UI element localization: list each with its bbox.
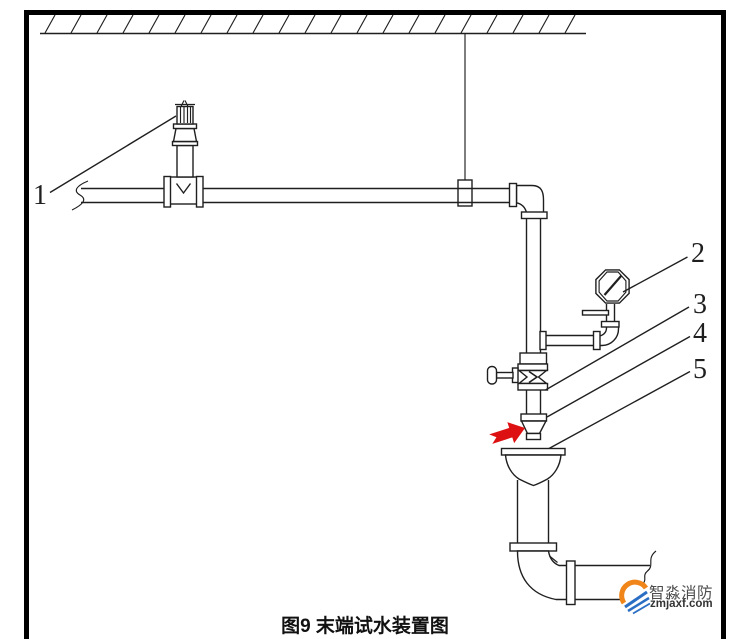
tee-body — [169, 176, 198, 205]
connector-coupling — [520, 413, 548, 422]
tee-chevron — [175, 183, 192, 195]
deflector-fins — [179, 107, 192, 123]
pipe-hanger — [457, 34, 473, 207]
connector-reducer — [520, 420, 548, 435]
logo-blue-stripe-3 — [632, 602, 651, 615]
gauge-elbow-outer — [601, 325, 620, 347]
border-right — [721, 10, 726, 639]
valve-flange-bottom — [517, 382, 549, 391]
ceiling — [40, 14, 586, 35]
callout-5-label: 5 — [693, 354, 707, 385]
callout-4-label: 4 — [693, 318, 707, 349]
leader-5 — [548, 370, 691, 450]
callout-2-label: 2 — [691, 238, 705, 269]
sprinkler-nipple — [176, 144, 194, 178]
pipe-break-symbol-right — [643, 550, 657, 584]
gauge-branch-pipe — [546, 334, 602, 347]
elbow-flange-left — [508, 182, 518, 208]
sprinkler-pin — [175, 100, 195, 107]
logo-orange-arc — [619, 579, 649, 605]
outlet-flange — [565, 560, 576, 606]
ceiling-hatch — [42, 14, 586, 33]
tee-flange-left — [163, 175, 172, 208]
border-left — [24, 10, 29, 639]
figure-border — [24, 10, 726, 639]
pipe-clamp — [457, 179, 473, 207]
watermark-logo — [619, 579, 651, 615]
gauge-needle — [603, 274, 623, 296]
figure-caption: 图9 末端试水装置图 — [281, 616, 449, 637]
branch-flange-left — [539, 330, 547, 351]
drain-elbow-chamfer — [549, 555, 558, 563]
branch-flange-right — [592, 330, 601, 351]
sprinkler-frame — [172, 127, 198, 143]
branch-main-pipe — [71, 180, 510, 211]
valve-body — [517, 369, 549, 385]
callout-3-label: 3 — [693, 289, 707, 320]
pressure-gauge-assembly — [539, 269, 630, 351]
pipe-break-symbol-left — [71, 180, 89, 211]
red-pointer-arrow — [489, 422, 525, 444]
sprinkler-tee — [163, 175, 204, 208]
elbow-flange-bottom — [520, 211, 548, 220]
funnel-drain-assembly — [500, 447, 657, 606]
connector-outlet — [525, 432, 542, 441]
watermark-url-text: zmjaxf.com — [650, 598, 713, 610]
drain-elbow — [516, 550, 568, 601]
border-top — [24, 10, 726, 15]
elbow-top — [515, 184, 545, 214]
funnel-bowl — [504, 454, 562, 487]
funnel-rim — [500, 447, 566, 456]
leader-2 — [622, 256, 688, 293]
callout-1-label: 1 — [33, 180, 47, 211]
leader-4 — [546, 335, 691, 418]
gauge-stem-flange — [600, 320, 620, 328]
valve-flange-top — [517, 363, 549, 372]
valve-stem — [495, 371, 514, 379]
riser-pipe — [508, 182, 548, 353]
valve-upper-coupling — [519, 352, 548, 365]
sprinkler-head — [171, 100, 199, 178]
tee-flange-right — [195, 175, 204, 208]
leader-1 — [49, 115, 177, 194]
logo-blue-stripe-1 — [624, 590, 648, 609]
callout-leaders — [49, 115, 691, 450]
drain-pipe — [516, 480, 550, 543]
logo-blue-stripe-2 — [627, 596, 650, 613]
valve-chevron — [528, 370, 539, 384]
gauge-octagon-inner — [598, 271, 627, 302]
pipe-below-valve — [525, 390, 542, 414]
valve-handwheel — [486, 365, 498, 385]
test-connector — [520, 413, 548, 441]
drain-flange — [509, 542, 558, 552]
watermark-brand-text: 智淼消防 — [649, 585, 714, 602]
test-valve-assembly — [486, 352, 549, 414]
vertical-pipe-lines — [525, 218, 542, 353]
leader-3 — [545, 306, 690, 391]
horizontal-pipe-lines — [81, 187, 510, 204]
gauge-cock-handle — [581, 309, 610, 316]
